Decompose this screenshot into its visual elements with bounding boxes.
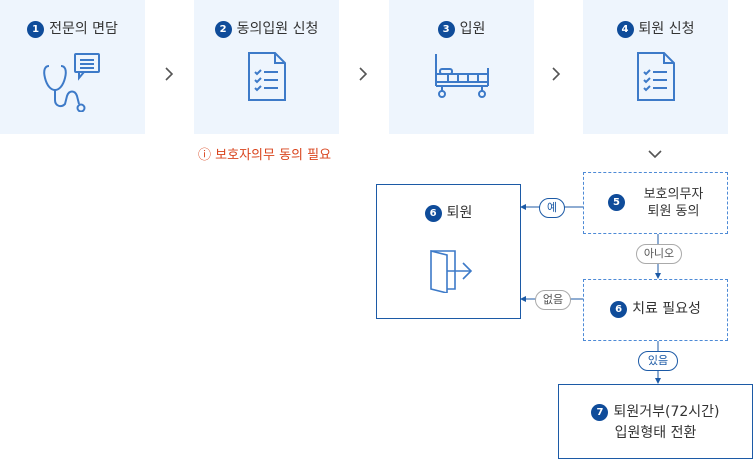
chevron-right-icon	[552, 67, 561, 81]
warning-text: 보호자의무 동의 필요	[215, 148, 332, 163]
edge-label-none: 없음	[535, 290, 571, 310]
step-label: 동의입원 신청	[236, 21, 319, 37]
step-number-badge: 6	[424, 205, 442, 222]
refusal-line2: 입원형태 전환	[614, 425, 697, 441]
decision-line1: 보호의무자	[643, 187, 704, 202]
decision-guardian-consent: 5 보호의무자 퇴원 동의	[583, 172, 728, 234]
refusal-line1: 퇴원거부(72시간)	[613, 404, 720, 420]
step-number-badge: 7	[591, 404, 609, 421]
checklist-document-icon	[583, 52, 728, 112]
step-number-badge: 3	[437, 21, 455, 38]
warning-note: ⓘ 보호자의무 동의 필요	[198, 144, 331, 163]
step-label: 전문의 면담	[49, 21, 118, 37]
step-label: 퇴원 신청	[638, 21, 695, 37]
decision-label: 치료 필요성	[632, 301, 701, 317]
chevron-right-icon	[359, 67, 368, 81]
hospital-bed-icon	[389, 52, 534, 112]
step-number-badge: 2	[214, 21, 232, 38]
chevron-right-icon	[165, 67, 174, 81]
step-number-badge: 1	[27, 21, 45, 38]
step-number-badge: 5	[608, 194, 625, 211]
decision-line2: 퇴원 동의	[647, 204, 700, 219]
warning-icon: ⓘ	[198, 148, 212, 163]
stethoscope-icon	[0, 52, 145, 112]
edge-label-no: 아니오	[636, 244, 682, 264]
step-label: 입원	[459, 21, 486, 37]
step-number-badge: 4	[616, 21, 634, 38]
exit-door-icon	[430, 249, 473, 293]
step-number-badge: 6	[610, 301, 628, 318]
edge-label-exists: 있음	[638, 351, 678, 371]
discharge-label: 퇴원	[446, 205, 473, 221]
edge-label-yes: 예	[539, 198, 565, 218]
checklist-document-icon	[194, 52, 339, 112]
chevron-down-icon	[648, 150, 662, 159]
